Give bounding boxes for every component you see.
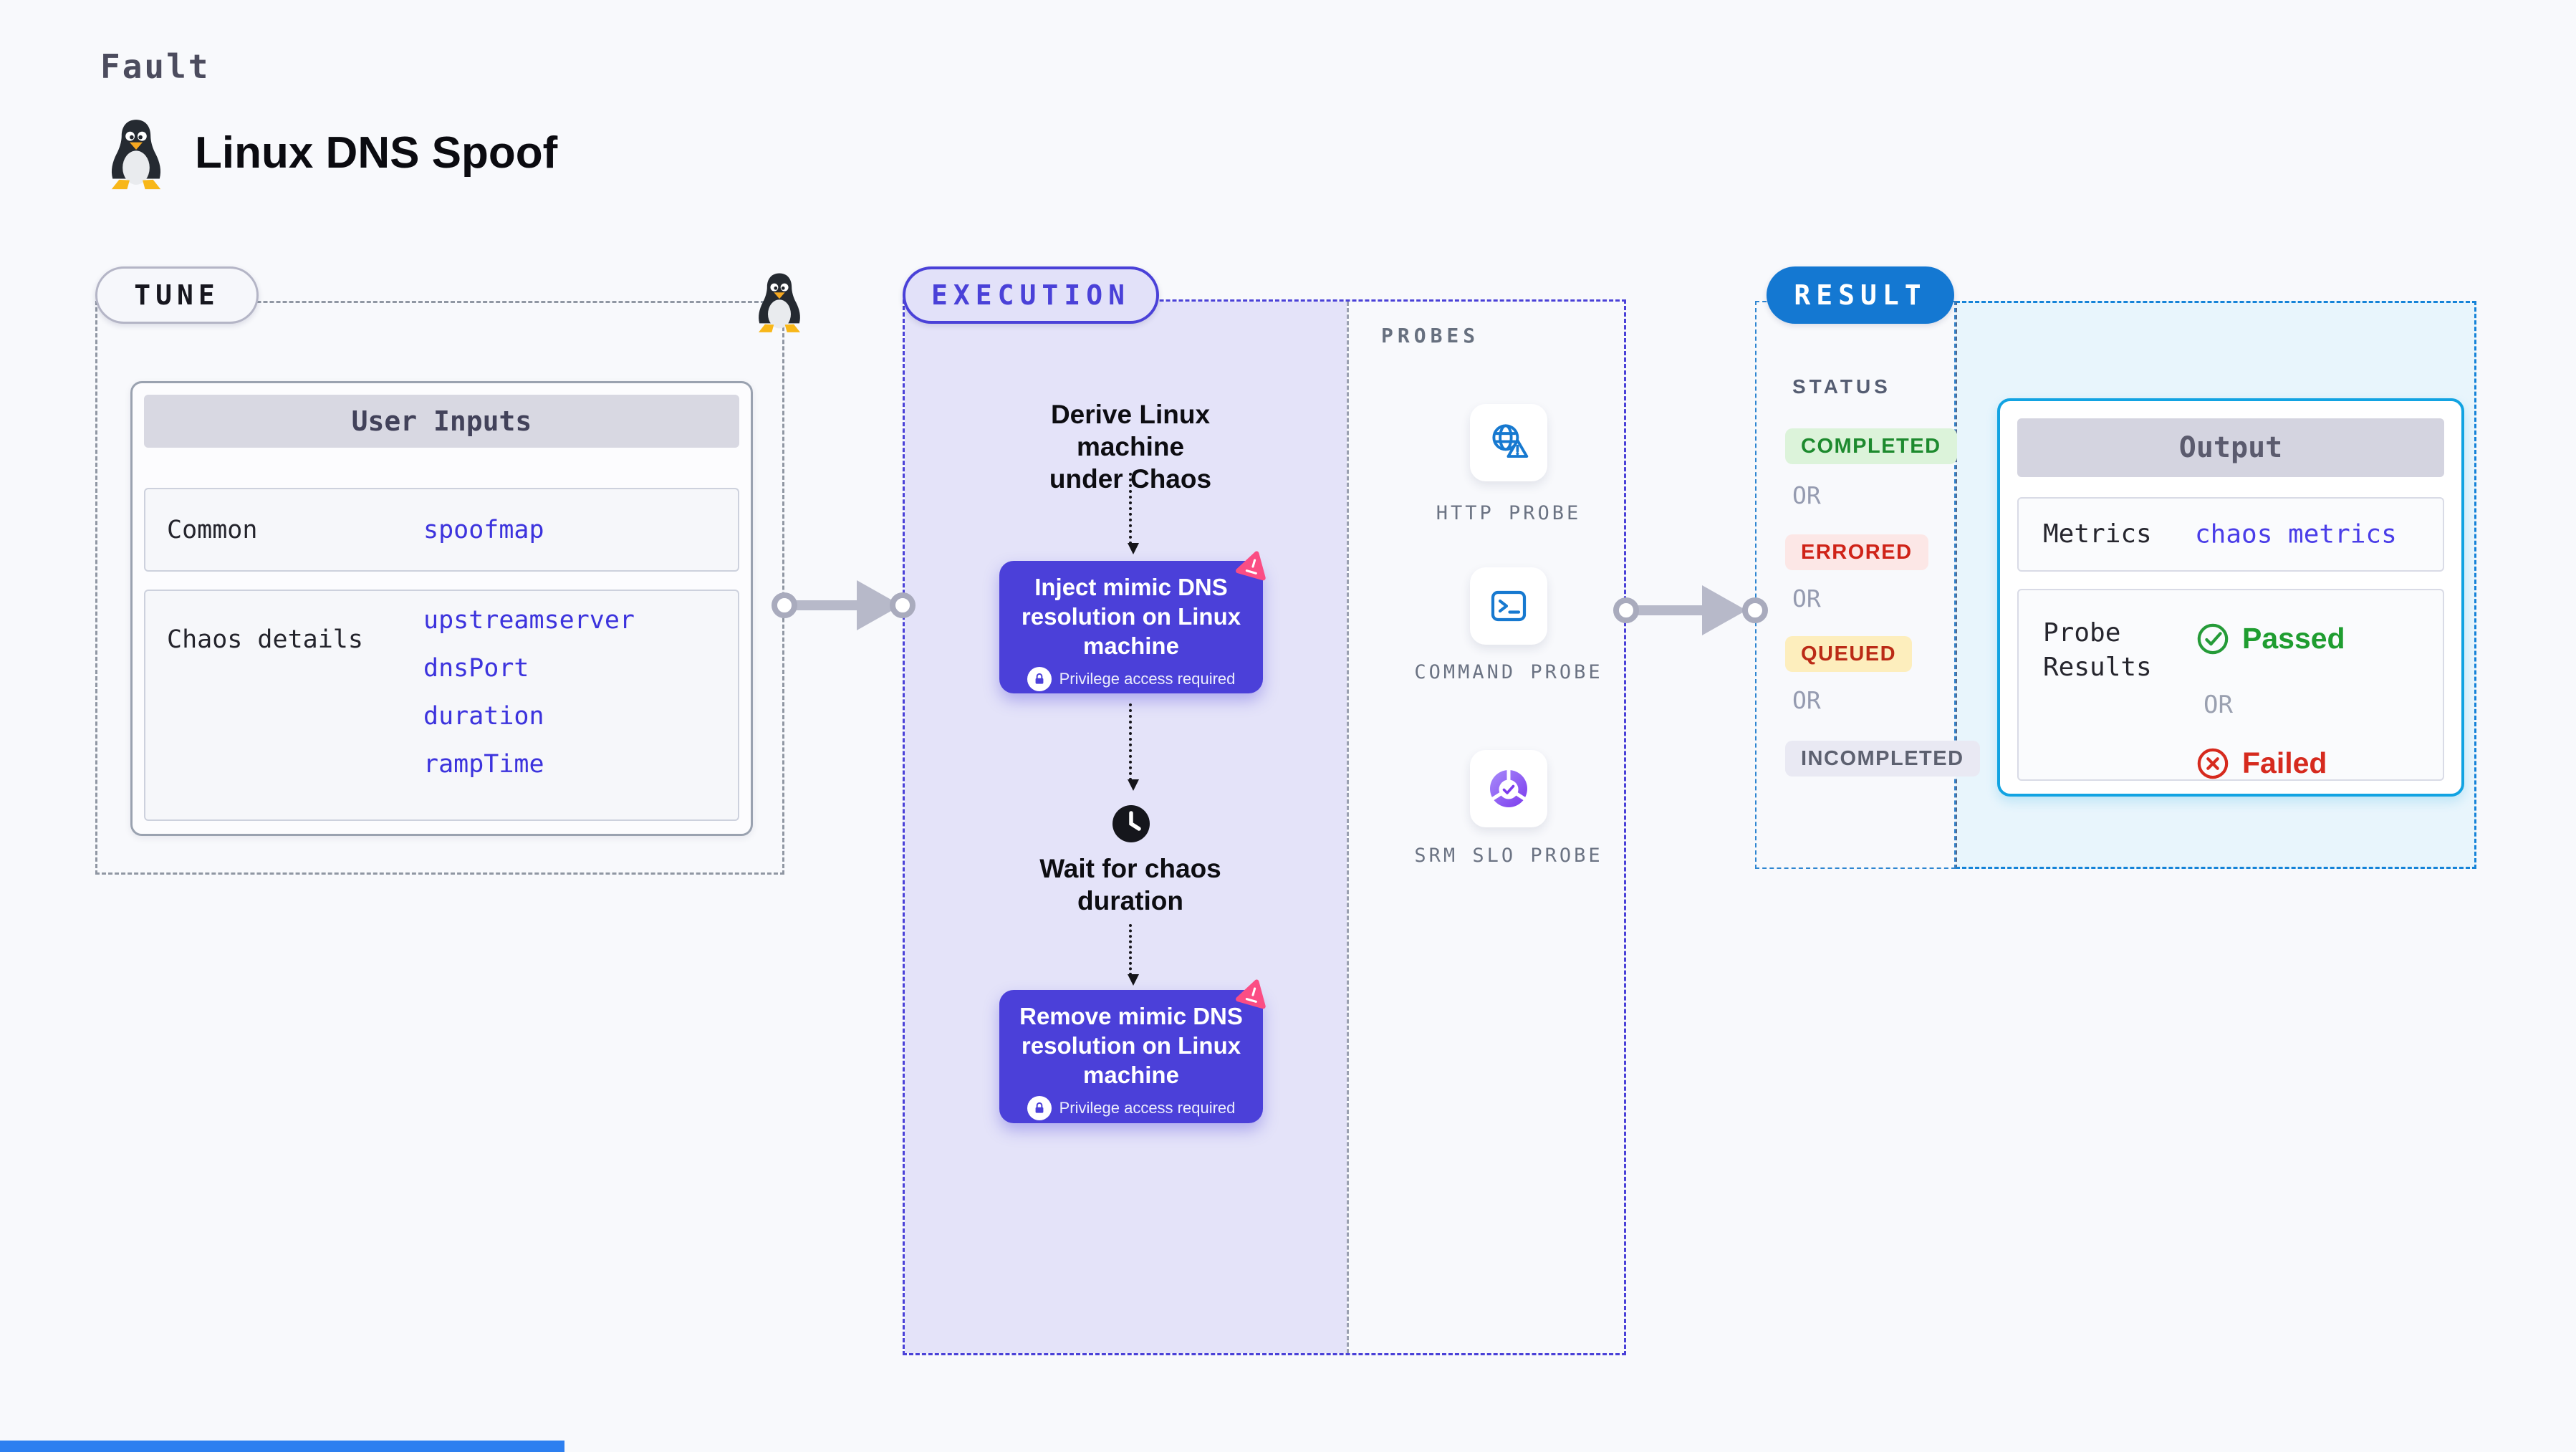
lock-icon: [1027, 1096, 1052, 1120]
user-inputs-header: User Inputs: [144, 395, 739, 448]
arrowhead-icon: [1702, 585, 1746, 635]
or-separator: OR: [2203, 691, 2233, 719]
flow-arrow-icon: [1128, 924, 1139, 986]
value-link-spoofmap[interactable]: spoofmap: [423, 515, 544, 544]
row-label: Common: [167, 515, 258, 544]
x-circle-icon: [2197, 748, 2229, 779]
lock-icon: [1027, 667, 1052, 691]
execution-badge: EXECUTION: [903, 266, 1159, 324]
connector-dot: [1742, 597, 1768, 623]
page-kicker: Fault: [100, 47, 211, 86]
connector-dot: [772, 592, 797, 618]
value-link-duration[interactable]: duration: [423, 702, 544, 731]
output-header: Output: [2017, 418, 2444, 477]
globe-alert-icon: [1492, 424, 1529, 458]
output-card: Output Metrics chaos metrics Probe Resul…: [1997, 398, 2464, 797]
wait-step: Wait for chaos duration: [1039, 854, 1221, 915]
tune-badge: TUNE: [95, 266, 259, 324]
probe-card-srm: [1470, 750, 1547, 827]
probe-label-http: HTTP PROBE: [1436, 502, 1582, 524]
privilege-note: Privilege access required: [999, 667, 1263, 691]
tux-icon: [758, 273, 801, 332]
value-link-ramptime[interactable]: rampTime: [423, 750, 544, 779]
connector-dot: [1613, 597, 1639, 623]
connector-line: [785, 600, 861, 610]
tux-icon: [111, 120, 161, 190]
value-link-dnsport[interactable]: dnsPort: [423, 654, 529, 683]
metrics-row: Metrics chaos metrics: [2017, 497, 2444, 572]
flow-arrow-icon: [1128, 473, 1139, 554]
execution-section: [903, 299, 1626, 1355]
probe-results-row: Probe Results Passed OR Failed: [2017, 589, 2444, 781]
table-row-chaos-details: Chaos details upstreamserver dnsPort dur…: [144, 590, 739, 821]
connector-line: [1628, 605, 1706, 615]
result-badge: RESULT: [1767, 266, 1954, 324]
failed-label: Failed: [2242, 746, 2327, 779]
status-badge-errored: ERRORED: [1785, 534, 1928, 570]
privilege-note: Privilege access required: [999, 1096, 1263, 1120]
user-inputs-table: User Inputs Common spoofmap Chaos detail…: [130, 381, 753, 836]
probes-label: PROBES: [1381, 324, 1480, 347]
status-badge-queued: QUEUED: [1785, 636, 1913, 672]
metrics-value-link[interactable]: chaos metrics: [2195, 519, 2397, 549]
status-label: STATUS: [1792, 375, 1891, 398]
or-separator: OR: [1792, 686, 1821, 714]
inject-step: Inject mimic DNS resolution on Linux mac…: [999, 561, 1263, 693]
or-separator: OR: [1792, 585, 1821, 612]
flow-arrow-icon: [1128, 703, 1139, 791]
probe-label-srm: SRM SLO PROBE: [1414, 845, 1603, 867]
table-row-common: Common spoofmap: [144, 488, 739, 572]
check-circle-icon: [2197, 623, 2229, 654]
metrics-label: Metrics: [2043, 519, 2152, 549]
status-badge-completed: COMPLETED: [1785, 428, 1957, 464]
clock-icon: [1112, 805, 1150, 842]
probe-results-label: Probe Results: [2043, 618, 2152, 682]
bottom-progress-bar: [0, 1441, 564, 1452]
execution-probes-divider: [1347, 302, 1349, 1353]
probe-card-command: [1470, 567, 1547, 645]
slo-donut-icon: [1490, 769, 1527, 807]
probe-label-command: COMMAND PROBE: [1414, 661, 1603, 683]
page-title: Linux DNS Spoof: [195, 128, 558, 178]
litmus-chaos-icon: [1236, 979, 1266, 1009]
status-badge-incompleted: INCOMPLETED: [1785, 741, 1980, 777]
tune-section: [95, 301, 784, 875]
terminal-icon: [1491, 590, 1527, 622]
connector-dot: [890, 592, 915, 618]
or-separator: OR: [1792, 481, 1821, 509]
failed-verdict: Failed: [2196, 746, 2327, 780]
passed-verdict: Passed: [2196, 622, 2345, 655]
passed-label: Passed: [2242, 622, 2345, 655]
probe-card-http: [1470, 404, 1547, 481]
remove-step: Remove mimic DNS resolution on Linux mac…: [999, 990, 1263, 1123]
row-label: Chaos details: [167, 625, 363, 654]
litmus-chaos-icon: [1236, 551, 1266, 581]
value-link-upstreamserver[interactable]: upstreamserver: [423, 606, 635, 635]
